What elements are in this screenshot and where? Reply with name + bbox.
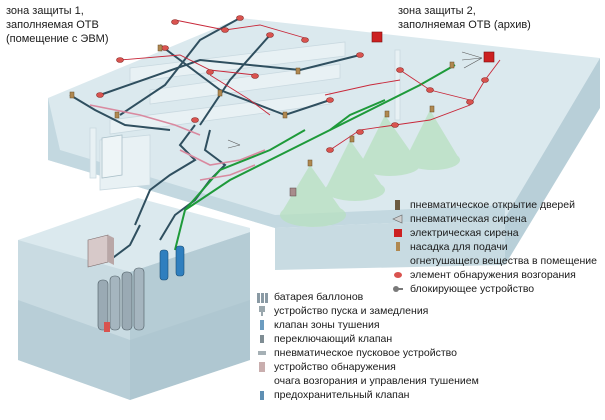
legend-item: пневматическая сирена: [392, 212, 597, 226]
nozzle-icon: [392, 241, 404, 253]
upper-floor-right: [505, 58, 600, 265]
detection-device-icon: [256, 361, 268, 373]
zone2-pipes: [174, 64, 456, 251]
upper-floor-front: [48, 98, 505, 228]
pink-wires: [89, 104, 266, 181]
legend-item: устройство пуска и замедления: [256, 304, 479, 318]
electric-siren-zone1: [371, 31, 383, 43]
legend-item: батарея баллонов: [256, 290, 479, 304]
upper-floor-front-wall: [275, 218, 505, 270]
legend-item-continuation: огнетушащего вещества в помещение: [410, 255, 597, 267]
pneumatic-siren-rays: [227, 51, 483, 149]
door: [101, 134, 123, 179]
legend-item: электрическая сирена: [392, 226, 597, 240]
zone-valve-icon: [256, 319, 268, 331]
legend-item: переключающий клапан: [256, 332, 479, 346]
legend-right: пневматическое открытие дверей пневматич…: [392, 198, 597, 296]
electric-siren-zone2: [483, 51, 495, 63]
lower-room-floor: [18, 300, 250, 400]
legend-item: элемент обнаружения возгорания: [392, 268, 597, 282]
pneumatic-starter-icon: [256, 347, 268, 359]
control-cabinet: [87, 234, 109, 268]
pneumatic-siren-icon: [392, 213, 404, 225]
switch-valve-icon: [256, 333, 268, 345]
door-actuator-icon: [392, 199, 404, 211]
cylinder-battery-icon: [256, 291, 268, 303]
legend-item: клапан зоны тушения: [256, 318, 479, 332]
legend-item: пневматическое открытие дверей: [392, 198, 597, 212]
spray-cones: [280, 110, 460, 227]
legend-item: предохранительный клапан: [256, 388, 479, 402]
blocking-device-icon: [392, 283, 404, 295]
legend-item: насадка для подачи: [392, 240, 597, 254]
cylinder-battery: [97, 245, 185, 332]
electric-siren-icon: [392, 227, 404, 239]
legend-item: устройство обнаружения: [256, 360, 479, 374]
legend-item: пневматическое пусковое устройство: [256, 346, 479, 360]
detection-device: [289, 187, 297, 197]
nozzles: [69, 44, 455, 167]
zone1-label: зона защиты 1, заполняемая ОТВ (помещени…: [6, 5, 109, 45]
legend-item-continuation: очага возгорания и управления тушением: [274, 375, 479, 387]
detectors: [96, 15, 489, 153]
legend-bottom: батарея баллонов устройство пуска и заме…: [256, 290, 479, 402]
safety-valve-icon: [256, 389, 268, 401]
detector-icon: [392, 269, 404, 281]
start-delay-device-icon: [256, 305, 268, 317]
legend-item: блокирующее устройство: [392, 282, 597, 296]
zone2-label: зона защиты 2, заполняемая ОТВ (архив): [398, 5, 531, 31]
